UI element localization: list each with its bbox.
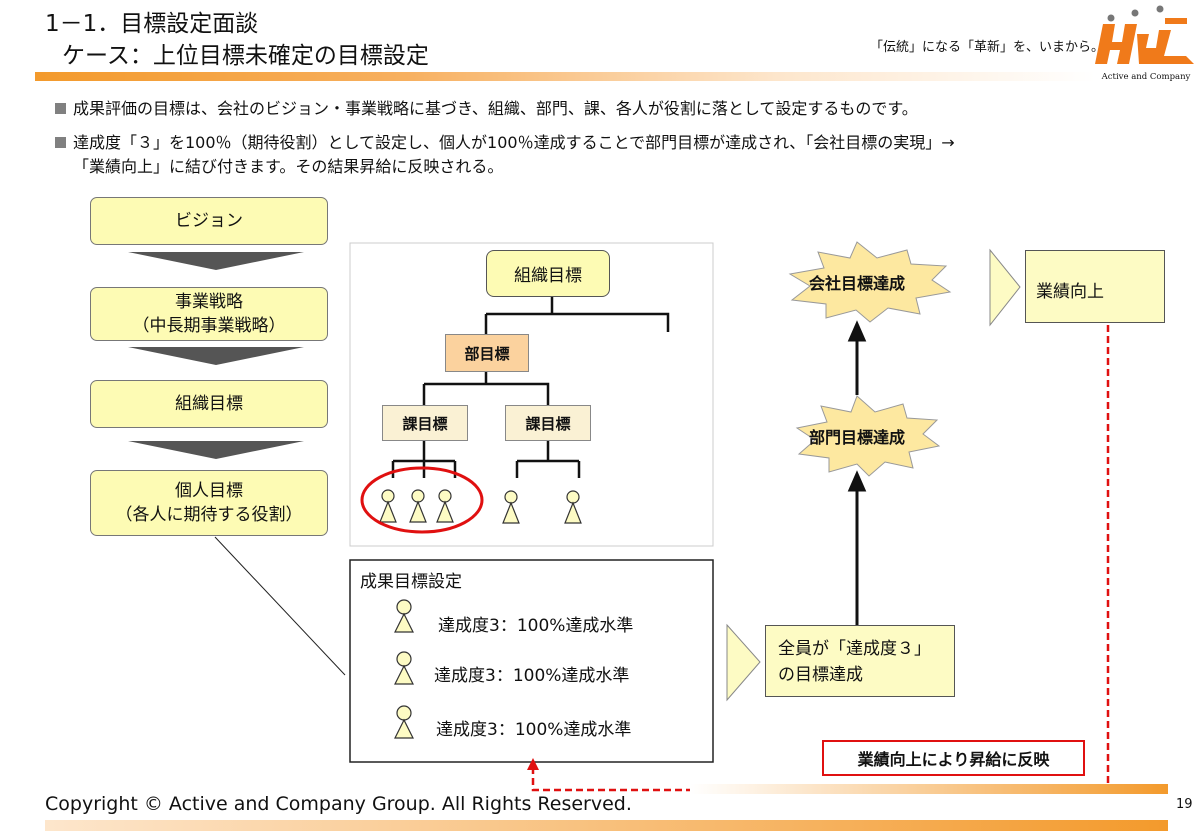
box-label: 全員が「達成度３」 [778, 639, 931, 659]
slide-subtitle: ケース：上位目標未確定の目標設定 [62, 43, 429, 69]
box-label: 事業戦略 [175, 292, 243, 312]
goal-setting-title: 成果目標設定 [360, 572, 462, 592]
logo-text: Active and Company [1101, 72, 1191, 82]
box-label: の目標達成 [778, 665, 863, 685]
down-arrow-icon [128, 347, 304, 365]
org-chart-dept: 部目標 [445, 334, 529, 372]
vision-box: ビジョン [90, 197, 328, 245]
highlight-circle [360, 466, 484, 534]
footer-bar [690, 784, 1168, 794]
strategy-box: 事業戦略 （中長期事業戦略） [90, 287, 328, 341]
company-logo: Active and Company [1095, 4, 1197, 82]
bullet-text: 達成度「３」を100％（期待役割）として設定し、個人が100％達成することで部門… [73, 133, 955, 152]
slide-title: 1－1．目標設定面談 [45, 11, 259, 37]
bullet-2: 達成度「３」を100％（期待役割）として設定し、個人が100％達成することで部門… [55, 131, 955, 155]
org-chart-top: 組織目標 [486, 250, 610, 297]
page-number: 19 [1176, 797, 1193, 812]
down-arrow-icon [128, 252, 304, 270]
bullet-icon [55, 103, 66, 114]
org-goal-box: 組織目標 [90, 380, 328, 428]
tagline: 「伝統」になる「革新」を、いまから。 [870, 40, 1105, 55]
bullet-text: 成果評価の目標は、会社のビジョン・事業戦略に基づき、組織、部門、課、各人が役割に… [73, 99, 918, 118]
goal-row: 達成度3：100%達成水準 [434, 666, 630, 686]
performance-box: 業績向上 [1025, 250, 1165, 323]
org-chart-section: 課目標 [505, 405, 591, 441]
box-label: ビジョン [175, 211, 243, 231]
personal-goal-box: 個人目標 （各人に期待する役割） [90, 470, 328, 536]
all-achieve-box: 全員が「達成度３」の目標達成 [765, 625, 955, 697]
bullet-1: 成果評価の目標は、会社のビジョン・事業戦略に基づき、組織、部門、課、各人が役割に… [55, 97, 918, 121]
box-label: 組織目標 [175, 394, 243, 414]
bullet-icon [55, 137, 66, 148]
dept-achieve-star: 部門目標達成 [808, 428, 905, 447]
org-chart-section: 課目標 [382, 405, 468, 441]
footer-bar [45, 820, 1168, 831]
copyright: Copyright © Active and Company Group. Al… [45, 793, 632, 815]
bullet-2-cont: 「業績向上」に結び付きます。その結果昇給に反映される。 [73, 157, 504, 176]
raise-label: 業績向上により昇給に反映 [822, 740, 1085, 776]
box-sublabel: （各人に期待する役割） [115, 505, 303, 525]
box-label: 業績向上 [1036, 282, 1104, 302]
goal-row: 達成度3：100%達成水準 [438, 616, 634, 636]
box-label: 個人目標 [175, 481, 243, 501]
company-achieve-star: 会社目標達成 [808, 274, 905, 293]
box-sublabel: （中長期事業戦略） [132, 316, 286, 336]
goal-row: 達成度3：100%達成水準 [436, 720, 632, 740]
header-bar [35, 72, 1095, 81]
person-icons [379, 489, 582, 739]
down-arrow-icon [128, 441, 304, 459]
